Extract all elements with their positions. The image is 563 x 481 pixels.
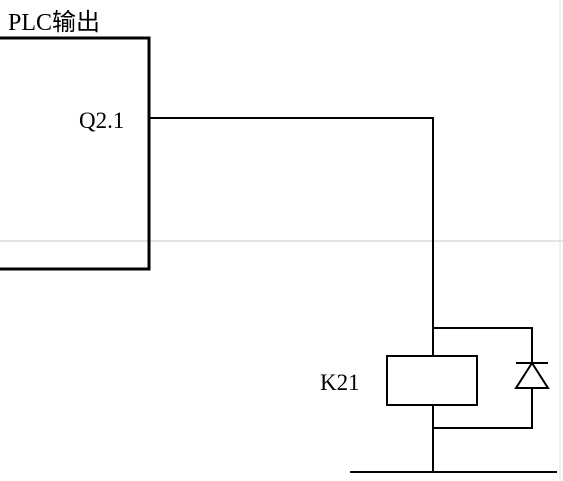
plc-output-title: PLC输出 bbox=[8, 9, 100, 36]
signal-wire bbox=[149, 117, 434, 356]
diode-branch-bottom bbox=[433, 388, 533, 429]
plc-output-module bbox=[0, 36, 151, 271]
diode-triangle bbox=[514, 361, 550, 389]
relay-label: K21 bbox=[320, 370, 360, 395]
freewheel-diode bbox=[514, 361, 550, 389]
relay-coil-k21 bbox=[386, 355, 478, 406]
diode-branch-top bbox=[433, 327, 533, 363]
output-terminal-label: Q2.1 bbox=[79, 108, 124, 133]
